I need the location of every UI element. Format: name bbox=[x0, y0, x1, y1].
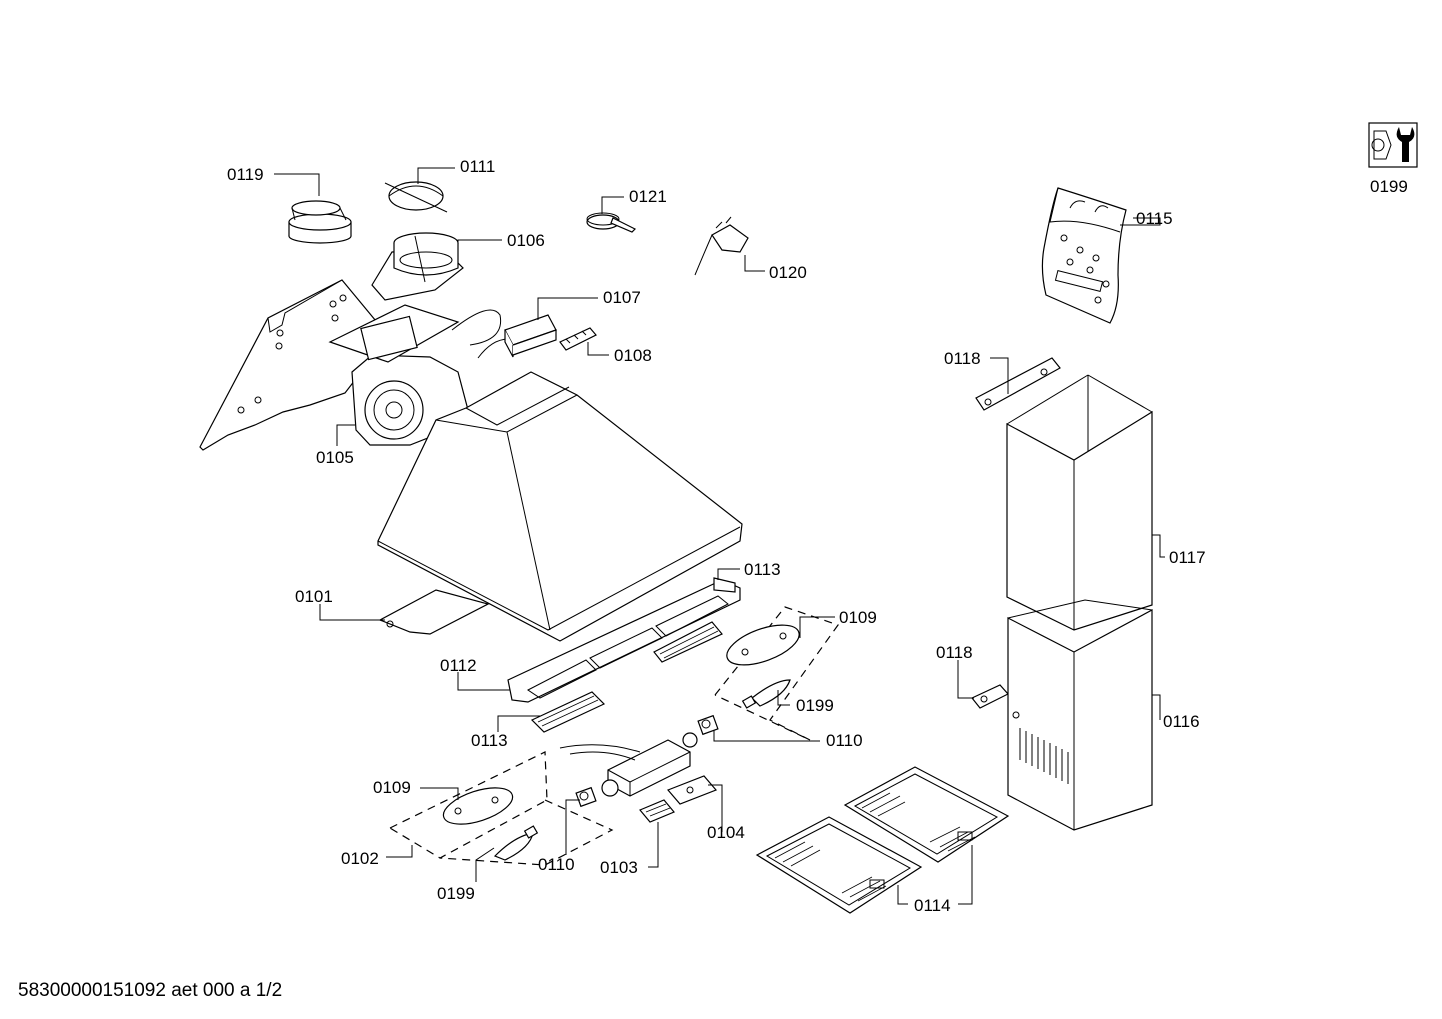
part-hood-body bbox=[377, 371, 743, 642]
part-transformer bbox=[559, 732, 698, 797]
label-0199-upper: 0199 bbox=[796, 696, 834, 715]
label-0118-upper: 0118 bbox=[944, 349, 981, 368]
label-0116: 0116 bbox=[1163, 712, 1200, 731]
label-0199-lower: 0199 bbox=[437, 884, 475, 903]
part-0110-lampholder-right bbox=[697, 714, 719, 736]
label-0104: 0104 bbox=[707, 823, 745, 842]
part-0109-cover-right bbox=[726, 624, 800, 666]
label-0112: 0112 bbox=[440, 656, 477, 675]
label-0102: 0102 bbox=[341, 849, 379, 868]
label-0117: 0117 bbox=[1169, 548, 1206, 567]
label-0121: 0121 bbox=[629, 187, 667, 206]
part-0116-lower-chimney bbox=[1007, 599, 1153, 831]
label-0113-lower: 0113 bbox=[471, 731, 508, 750]
part-0114-filter-front bbox=[755, 816, 923, 914]
label-0110-right: 0110 bbox=[826, 731, 863, 750]
document-code: 58300000151092 aet 000 a 1/2 bbox=[18, 980, 283, 1001]
part-0107-switch bbox=[504, 314, 557, 358]
label-0120: 0120 bbox=[769, 263, 807, 282]
part-side-panel bbox=[199, 279, 391, 451]
label-0109-right: 0109 bbox=[839, 608, 877, 627]
part-0104-switch bbox=[666, 775, 718, 805]
part-0111-flap bbox=[384, 181, 448, 213]
label-0110-left: 0110 bbox=[538, 855, 575, 874]
label-0115: 0115 bbox=[1136, 209, 1173, 228]
part-0110-lampholder-left bbox=[575, 786, 597, 808]
part-0102-light-assembly-outline bbox=[388, 606, 839, 866]
part-0109-cover-left bbox=[442, 787, 514, 825]
part-0113-strip-lower bbox=[530, 691, 606, 733]
part-0103-switch bbox=[639, 799, 675, 823]
service-icon-label: 0199 bbox=[1370, 177, 1408, 196]
part-0199-bulb-upper bbox=[741, 679, 791, 709]
label-0114: 0114 bbox=[914, 896, 951, 915]
part-0119-collar bbox=[288, 200, 352, 244]
label-0111: 0111 bbox=[460, 157, 495, 176]
part-0114-filter-back bbox=[843, 766, 1010, 863]
part-0112-filter-frame bbox=[507, 577, 741, 703]
service-tools-icon bbox=[1368, 122, 1418, 168]
part-0101-bracket bbox=[378, 589, 490, 635]
label-0103: 0103 bbox=[600, 858, 638, 877]
label-0119: 0119 bbox=[227, 165, 264, 184]
part-0117-upper-chimney bbox=[1006, 374, 1153, 631]
part-0118-bracket-upper bbox=[975, 357, 1061, 411]
part-0106-outlet bbox=[371, 232, 464, 301]
label-0107: 0107 bbox=[603, 288, 641, 307]
leader-lines bbox=[274, 167, 1165, 905]
part-labels: 0119 0111 0121 0106 0120 0107 0108 0105 … bbox=[227, 157, 1408, 915]
part-0113-strip-upper bbox=[653, 621, 723, 663]
label-0105: 0105 bbox=[316, 448, 354, 467]
label-0108: 0108 bbox=[614, 346, 652, 365]
part-0121-clamp bbox=[586, 212, 637, 233]
part-0108-terminal bbox=[559, 327, 597, 351]
part-0199-bulb-lower bbox=[493, 825, 539, 861]
part-0115-screw-bag bbox=[1041, 187, 1127, 324]
part-0120-plug bbox=[694, 216, 749, 276]
part-0118-bracket-lower bbox=[971, 684, 1009, 709]
label-0101: 0101 bbox=[295, 587, 333, 606]
label-0118-lower: 0118 bbox=[936, 643, 973, 662]
label-0113-upper: 0113 bbox=[744, 560, 781, 579]
label-0109-left: 0109 bbox=[373, 778, 411, 797]
part-0105-blower bbox=[328, 304, 516, 446]
label-0106: 0106 bbox=[507, 231, 545, 250]
